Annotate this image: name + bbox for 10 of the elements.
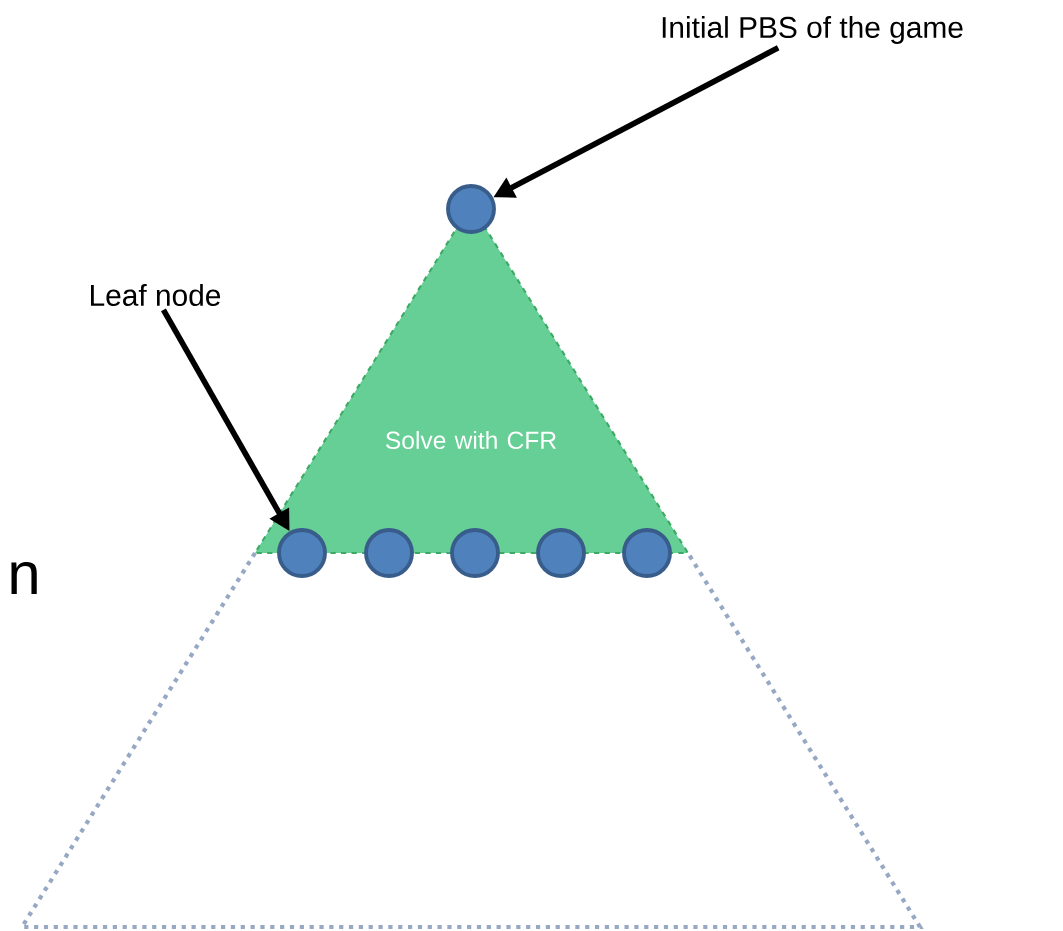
callout-text: Initial PBS of the game	[662, 16, 963, 44]
tree-node-circle	[364, 528, 414, 578]
tree-node-circle	[622, 528, 672, 578]
callout-text: Leaf node	[91, 284, 221, 306]
triangle-region: Solve with CFR	[253, 203, 690, 555]
tree-node-circle	[446, 184, 496, 234]
tree-node-circle	[536, 528, 586, 578]
tree-node-circle	[277, 528, 327, 578]
text-fragment: n	[11, 561, 37, 595]
tree-node-circle	[450, 528, 500, 578]
